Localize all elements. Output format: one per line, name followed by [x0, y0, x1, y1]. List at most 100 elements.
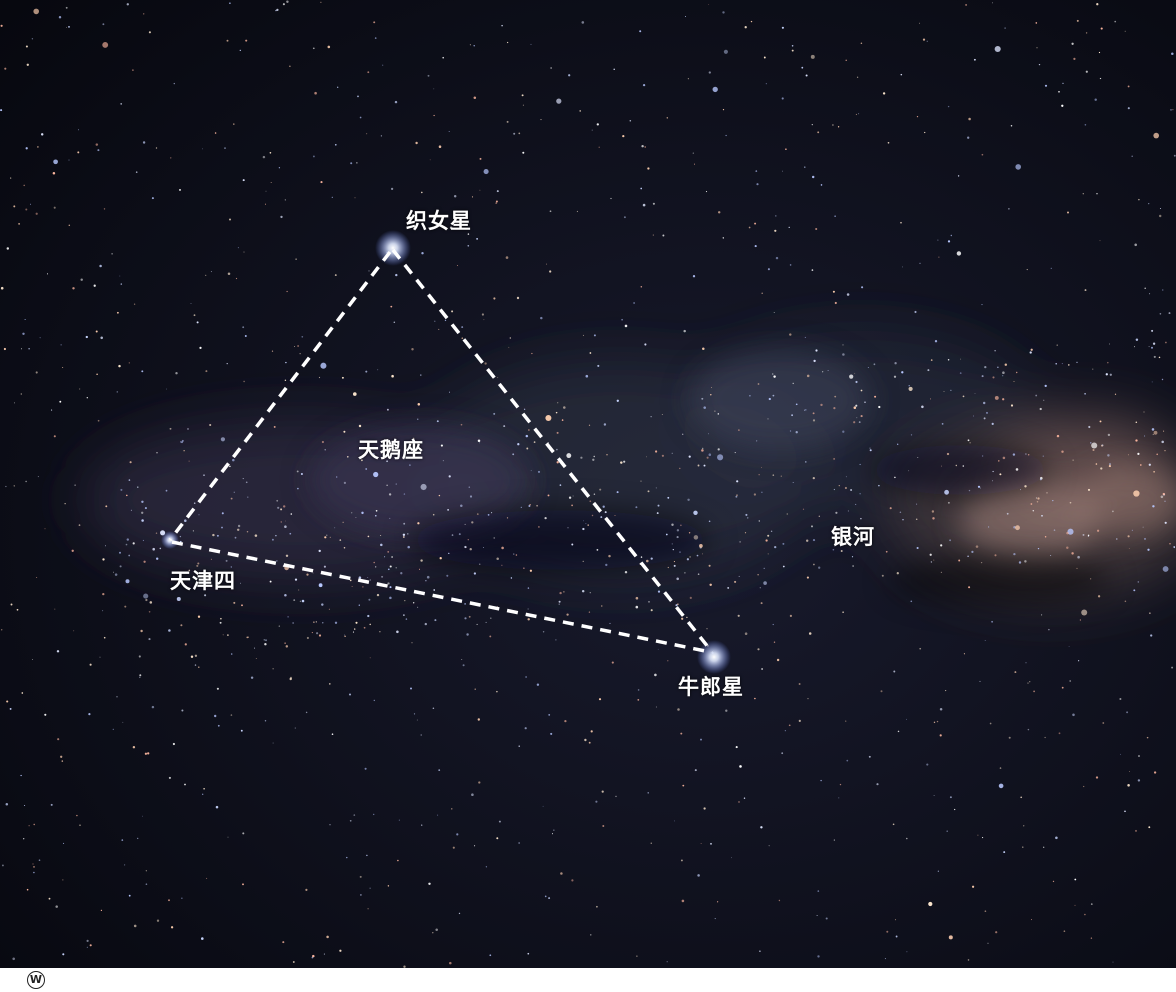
- background-star: [1162, 289, 1164, 291]
- background-star: [181, 897, 183, 899]
- background-star: [801, 66, 804, 69]
- background-star: [710, 393, 712, 396]
- background-star: [894, 476, 896, 479]
- background-star: [384, 556, 386, 558]
- background-star: [1038, 63, 1041, 66]
- background-star: [343, 430, 346, 433]
- background-star: [434, 619, 437, 622]
- background-star: [220, 617, 222, 620]
- background-star: [688, 532, 691, 534]
- background-star: [1099, 240, 1101, 242]
- background-star: [4, 67, 7, 70]
- background-star: [428, 882, 431, 886]
- background-star: [810, 525, 814, 528]
- background-star: [44, 713, 47, 716]
- background-star: [781, 752, 784, 755]
- background-star: [1160, 495, 1164, 499]
- background-star: [321, 603, 324, 606]
- background-star: [1036, 47, 1038, 49]
- background-star: [284, 642, 286, 644]
- background-star: [842, 344, 844, 346]
- background-star: [1026, 269, 1028, 271]
- background-star: [439, 557, 442, 560]
- background-star: [33, 865, 35, 868]
- background-star: [897, 443, 899, 445]
- background-star: [679, 467, 681, 470]
- background-star: [126, 494, 128, 497]
- background-star: [1030, 503, 1033, 505]
- background-star: [1149, 612, 1151, 614]
- background-star: [834, 301, 837, 305]
- background-star: [738, 429, 740, 431]
- background-star: [124, 864, 126, 866]
- background-star: [348, 693, 352, 696]
- background-star: [359, 875, 362, 878]
- background-star: [192, 530, 195, 532]
- background-star: [111, 253, 113, 255]
- background-star: [451, 534, 454, 536]
- background-star: [339, 539, 342, 541]
- background-star: [772, 474, 775, 476]
- background-star: [222, 634, 224, 636]
- background-star: [204, 594, 207, 597]
- background-star: [429, 159, 431, 161]
- background-star: [237, 247, 239, 249]
- background-star: [305, 888, 308, 891]
- background-star: [209, 423, 212, 427]
- background-star: [889, 507, 892, 510]
- background-star: [1151, 428, 1155, 431]
- background-star: [656, 512, 659, 515]
- background-star: [354, 628, 356, 630]
- background-star: [503, 425, 506, 428]
- background-star: [717, 211, 721, 214]
- background-star: [850, 489, 853, 491]
- background-star: [789, 614, 793, 618]
- background-star: [0, 109, 3, 112]
- background-star: [853, 406, 857, 409]
- background-star: [556, 461, 559, 464]
- background-star: [368, 270, 370, 272]
- background-star: [469, 44, 471, 46]
- background-star: [240, 582, 241, 584]
- background-star: [289, 65, 291, 67]
- background-star: [789, 264, 792, 266]
- background-star: [705, 191, 708, 193]
- background-star: [237, 524, 241, 528]
- background-star: [899, 511, 902, 514]
- background-star: [387, 885, 390, 887]
- background-star: [285, 361, 287, 364]
- background-star: [842, 353, 845, 356]
- background-star: [1159, 312, 1162, 315]
- background-star: [673, 561, 675, 563]
- background-star: [86, 397, 88, 399]
- background-star: [550, 67, 552, 69]
- background-star: [1148, 346, 1150, 348]
- background-star: [789, 430, 792, 432]
- background-star: [79, 388, 81, 390]
- background-star: [22, 332, 25, 336]
- vega-star-icon: [375, 230, 411, 266]
- background-star: [530, 470, 532, 472]
- background-star: [979, 680, 981, 682]
- background-star: [635, 605, 639, 609]
- background-star: [485, 621, 487, 623]
- background-star: [979, 487, 981, 489]
- background-star: [540, 316, 543, 320]
- background-star: [334, 274, 337, 277]
- background-star: [33, 823, 35, 826]
- background-star: [79, 824, 81, 826]
- background-star: [417, 418, 419, 420]
- background-star: [817, 890, 820, 892]
- background-star: [141, 511, 144, 514]
- background-star: [950, 389, 952, 391]
- background-star: [582, 334, 584, 336]
- background-star: [760, 826, 763, 829]
- background-star: [1090, 937, 1093, 939]
- background-star: [774, 229, 777, 232]
- background-star: [548, 713, 551, 716]
- background-star: [804, 166, 806, 168]
- background-star: [755, 170, 758, 172]
- background-star: [355, 517, 357, 519]
- background-star: [967, 136, 970, 139]
- background-star: [168, 899, 170, 902]
